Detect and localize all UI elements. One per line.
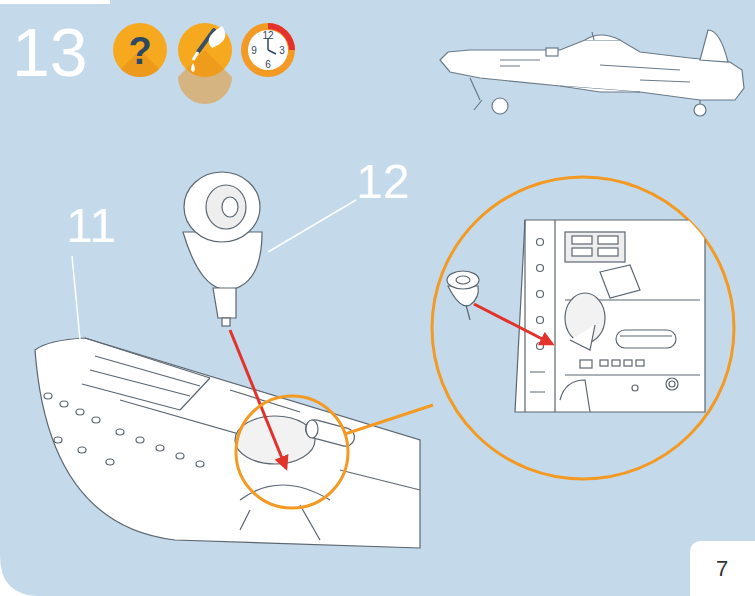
callout-number: 11 xyxy=(66,202,116,250)
help-icon: ? xyxy=(113,23,167,77)
callout-number: 12 xyxy=(356,158,409,206)
clock-numeral: 6 xyxy=(265,60,271,70)
leader-line xyxy=(72,256,80,340)
wheel-hub-part xyxy=(183,172,262,326)
magnified-hub-part xyxy=(447,271,479,320)
detail-connector xyxy=(345,405,433,434)
assembly-arrow xyxy=(474,304,552,344)
magnified-wing xyxy=(515,220,705,412)
glue-icon xyxy=(178,23,232,104)
aircraft-silhouette xyxy=(440,30,744,116)
wing-part xyxy=(35,338,420,548)
clock-numeral: 12 xyxy=(262,31,273,41)
clock-numeral: 9 xyxy=(251,46,257,56)
page-number-box: 7 xyxy=(690,541,755,596)
time-icon: 12 9 36 xyxy=(241,23,295,77)
detail-circle xyxy=(236,396,348,508)
icon-symbol: ? xyxy=(128,32,151,70)
step-number: 13 xyxy=(12,18,88,86)
leader-line xyxy=(268,200,356,252)
magnified-circle xyxy=(432,177,734,479)
clock-numeral: 3 xyxy=(279,46,285,56)
page-number: 7 xyxy=(716,558,728,580)
